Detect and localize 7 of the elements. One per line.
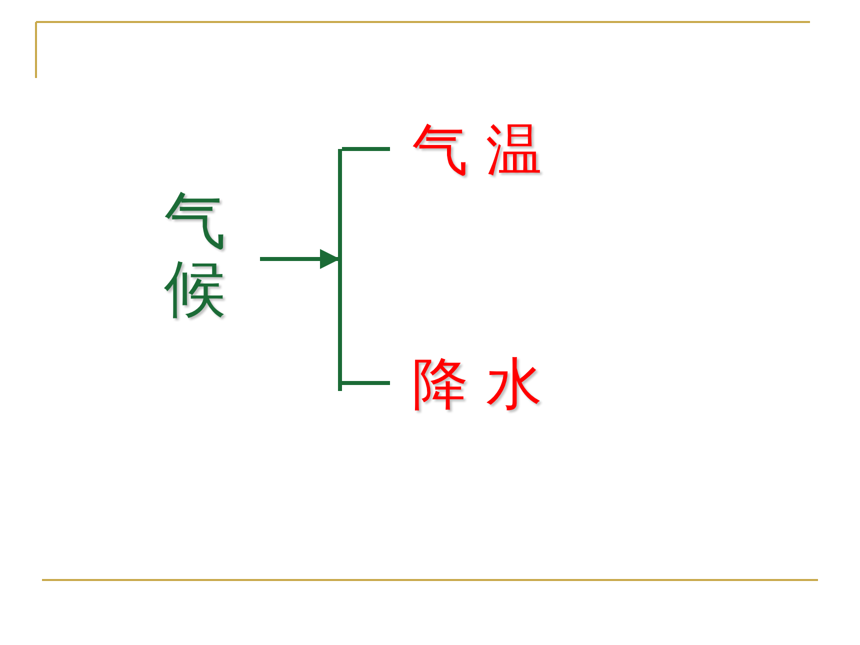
node-label: 降 水 bbox=[412, 357, 542, 413]
node-label: 气 温 bbox=[412, 123, 542, 179]
connector-line bbox=[342, 147, 390, 151]
node-label: 气候 bbox=[164, 186, 226, 324]
connector-line bbox=[342, 381, 390, 385]
bracket-bar bbox=[338, 149, 342, 391]
arrow bbox=[260, 249, 340, 269]
